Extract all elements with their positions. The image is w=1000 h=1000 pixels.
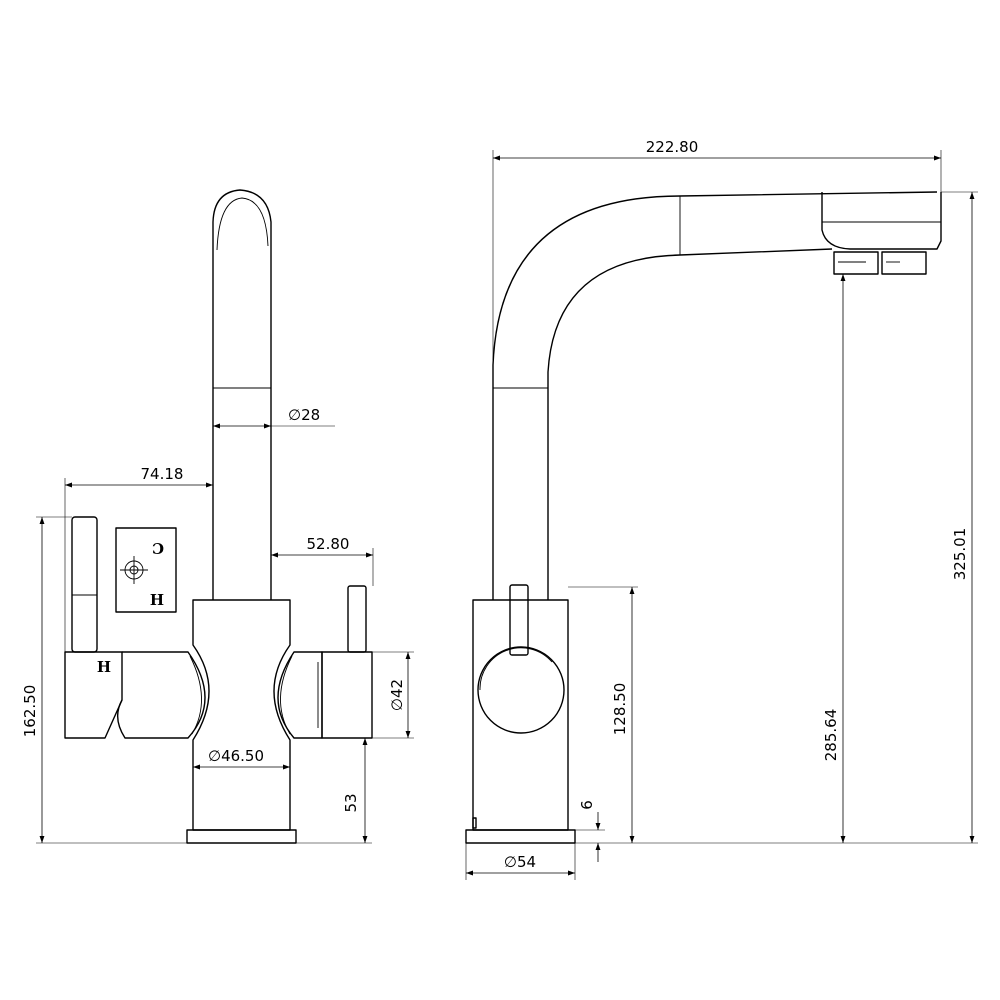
dim-overall-height-label: 325.01 bbox=[951, 528, 969, 581]
dim-base-height-label: 53 bbox=[342, 793, 360, 812]
dim-overall-width-label: 222.80 bbox=[646, 138, 699, 156]
side-base-plate bbox=[465, 829, 576, 844]
front-left-connector bbox=[117, 651, 206, 739]
side-spout-inner bbox=[547, 248, 833, 600]
front-body bbox=[192, 599, 291, 831]
front-view-dimensions: ∅28 74.18 52.80 ∅42 ∅46.50 53 162.50 bbox=[21, 406, 414, 844]
dim-base-diameter-label: ∅54 bbox=[504, 853, 536, 871]
side-handle-outer bbox=[477, 646, 565, 734]
front-view: H C H bbox=[64, 189, 373, 844]
side-body bbox=[472, 599, 569, 831]
front-right-handle-body bbox=[321, 651, 373, 739]
indicator-cold-mark: C bbox=[152, 539, 164, 557]
front-hot-mark: H bbox=[97, 658, 111, 676]
front-base-plate bbox=[186, 829, 297, 844]
front-left-connector-curve bbox=[189, 655, 202, 735]
dim-total-height-label: 162.50 bbox=[21, 685, 39, 738]
side-spray-head bbox=[821, 192, 942, 250]
side-handle-rim bbox=[479, 647, 553, 691]
dim-handle-offset-label: 74.18 bbox=[141, 465, 184, 483]
front-right-connector-curve bbox=[280, 655, 293, 735]
side-lever bbox=[509, 584, 529, 656]
dim-handle-diameter-label: ∅42 bbox=[388, 679, 406, 711]
side-view bbox=[465, 191, 942, 844]
dim-body-height-label: 128.50 bbox=[611, 683, 629, 736]
dim-outlet-height-label: 285.64 bbox=[822, 709, 840, 762]
side-spout-outer bbox=[492, 191, 938, 600]
dim-body-diameter-label: ∅46.50 bbox=[208, 747, 264, 765]
dim-spout-diameter-label: ∅28 bbox=[288, 406, 320, 424]
indicator-hot-mark: H bbox=[150, 591, 164, 609]
hot-cold-indicator-plate bbox=[115, 527, 177, 613]
dim-right-offset-label: 52.80 bbox=[307, 535, 350, 553]
front-left-lever bbox=[71, 516, 98, 653]
dim-base-thickness-label: 6 bbox=[578, 800, 596, 810]
front-left-handle-body bbox=[64, 651, 123, 739]
side-spray-button-right bbox=[881, 251, 927, 275]
side-spray-button-left bbox=[833, 251, 879, 275]
front-spout-tip-highlight bbox=[216, 197, 269, 251]
side-base-mark bbox=[472, 817, 477, 829]
side-view-dimensions: 222.80 325.01 285.64 128.50 6 ∅54 bbox=[465, 138, 978, 880]
front-spout-tube bbox=[212, 189, 272, 600]
front-right-connector bbox=[277, 651, 323, 739]
front-right-lever bbox=[347, 585, 367, 653]
